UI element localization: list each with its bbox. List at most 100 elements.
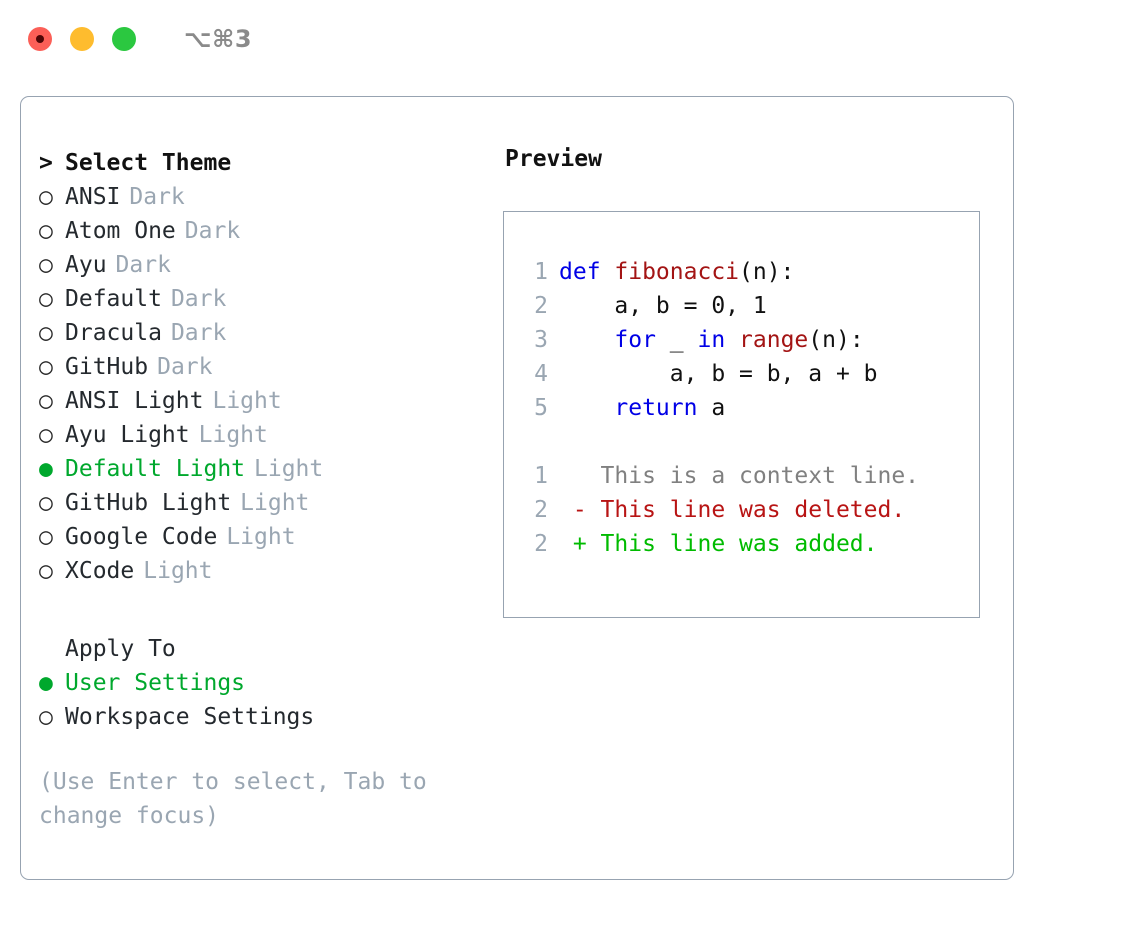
apply-to-item[interactable]: ○Workspace Settings bbox=[39, 700, 503, 734]
keyboard-hint-text: (Use Enter to select, Tab to change focu… bbox=[39, 769, 427, 829]
radio-unselected-icon: ○ bbox=[39, 524, 53, 550]
theme-category-tag: Dark bbox=[157, 354, 213, 380]
apply-to-label: Workspace Settings bbox=[65, 704, 315, 730]
code-line: 5 return a bbox=[522, 391, 979, 425]
theme-name: Google Code bbox=[65, 524, 218, 550]
radio-selected-icon: ● bbox=[39, 456, 53, 482]
line-number: 2 bbox=[534, 497, 548, 523]
radio-unselected-icon: ○ bbox=[39, 320, 53, 346]
code-token-fn: range bbox=[739, 327, 809, 353]
code-token-plain bbox=[559, 323, 614, 357]
radio-unselected-icon: ○ bbox=[39, 388, 53, 414]
radio-unselected-icon: ○ bbox=[39, 218, 53, 244]
line-number: 2 bbox=[534, 293, 548, 319]
code-line: 4 a, b = b, a + b bbox=[522, 357, 979, 391]
preview-title: Preview bbox=[505, 146, 602, 172]
line-number: 2 bbox=[534, 531, 548, 557]
code-token-ctx: This is a context line. bbox=[559, 463, 920, 489]
diff-line: 2 - This line was deleted. bbox=[522, 493, 979, 527]
theme-name: Default Light bbox=[65, 456, 246, 482]
radio-unselected-icon: ○ bbox=[39, 422, 53, 448]
close-dot-icon bbox=[36, 35, 44, 43]
code-token-kw: in bbox=[697, 327, 726, 353]
select-theme-title: Select Theme bbox=[65, 150, 232, 176]
line-number: 5 bbox=[534, 395, 548, 421]
apply-to-item[interactable]: ●User Settings bbox=[39, 666, 503, 700]
theme-name: XCode bbox=[65, 558, 135, 584]
close-button-icon[interactable] bbox=[28, 27, 52, 51]
theme-name: ANSI Light bbox=[65, 388, 204, 414]
title-bar: ⌥⌘3 bbox=[0, 0, 1140, 78]
radio-unselected-icon: ○ bbox=[39, 354, 53, 380]
code-token-plain: (n): bbox=[739, 259, 795, 285]
theme-name: GitHub Light bbox=[65, 490, 232, 516]
line-number: 1 bbox=[534, 259, 548, 285]
code-token-plain: a, b = b, a + b bbox=[559, 361, 878, 387]
code-line: 2 a, b = 0, 1 bbox=[522, 289, 979, 323]
theme-list-item[interactable]: ○ Dracula Dark bbox=[39, 316, 503, 350]
radio-unselected-icon: ○ bbox=[39, 490, 53, 516]
caret-icon: > bbox=[39, 150, 53, 176]
theme-category-tag: Light bbox=[240, 490, 310, 516]
theme-list-item[interactable]: ○ ANSI Light Light bbox=[39, 384, 503, 418]
theme-list-item[interactable]: ○ GitHub Light Light bbox=[39, 486, 503, 520]
code-token-plain: a, b = 0, 1 bbox=[559, 293, 767, 319]
code-token-plain: a bbox=[697, 395, 726, 421]
keyboard-shortcut-label: ⌥⌘3 bbox=[184, 25, 253, 53]
theme-category-tag: Light bbox=[226, 524, 296, 550]
theme-list-item[interactable]: ○ Ayu Light Light bbox=[39, 418, 503, 452]
theme-category-tag: Light bbox=[212, 388, 282, 414]
window-controls bbox=[28, 27, 136, 51]
line-number: 3 bbox=[534, 327, 548, 353]
theme-category-tag: Light bbox=[143, 558, 213, 584]
theme-category-tag: Light bbox=[198, 422, 268, 448]
minimize-button-icon[interactable] bbox=[70, 27, 94, 51]
code-token-plain bbox=[725, 323, 739, 357]
apply-to-title: Apply To bbox=[65, 636, 176, 662]
code-token-add: + This line was added. bbox=[559, 531, 878, 557]
diff-line: 1 This is a context line. bbox=[522, 459, 979, 493]
code-token-plain bbox=[559, 391, 614, 425]
line-number: 1 bbox=[534, 463, 548, 489]
code-token-plain: _ bbox=[655, 327, 698, 353]
radio-selected-icon: ● bbox=[39, 670, 53, 696]
section-spacer bbox=[39, 588, 503, 632]
code-line: 3 for _ in range(n): bbox=[522, 323, 979, 357]
theme-list-item[interactable]: ○ Atom One Dark bbox=[39, 214, 503, 248]
code-token-kw: def bbox=[559, 259, 615, 285]
theme-category-tag: Dark bbox=[115, 252, 171, 278]
select-theme-header: > Select Theme bbox=[39, 146, 503, 180]
code-token-del: - This line was deleted. bbox=[559, 497, 906, 523]
radio-unselected-icon: ○ bbox=[39, 184, 53, 210]
theme-name: Ayu Light bbox=[65, 422, 190, 448]
maximize-button-icon[interactable] bbox=[112, 27, 136, 51]
theme-category-tag: Dark bbox=[170, 286, 227, 312]
theme-name: ANSI bbox=[65, 184, 121, 210]
theme-category-tag: Dark bbox=[170, 320, 227, 346]
code-token-kw: return bbox=[614, 395, 698, 421]
theme-list-item[interactable]: ○ Google Code Light bbox=[39, 520, 503, 554]
code-line: 1 def fibonacci(n): bbox=[522, 255, 979, 289]
code-diff-spacer bbox=[522, 425, 979, 459]
code-token-plain: (n): bbox=[808, 327, 864, 353]
code-token-fn: fibonacci bbox=[614, 259, 740, 285]
diff-line: 2 + This line was added. bbox=[522, 527, 979, 561]
radio-unselected-icon: ○ bbox=[39, 252, 53, 278]
code-token-kw: for bbox=[614, 327, 656, 353]
theme-category-tag: Dark bbox=[184, 218, 241, 244]
theme-name: Atom One bbox=[65, 218, 176, 244]
theme-name: Dracula bbox=[65, 320, 162, 346]
theme-name: Default bbox=[65, 286, 162, 312]
